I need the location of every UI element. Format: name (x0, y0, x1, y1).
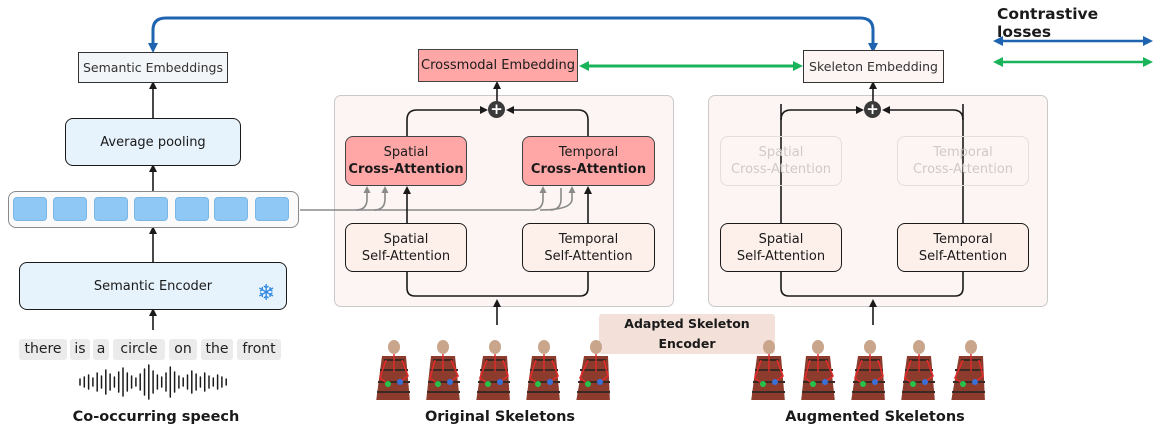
semantic-token (214, 197, 248, 221)
skeleton-figure (476, 340, 510, 400)
cross-attention-label: Cross-Attention (348, 162, 464, 177)
semantic-embeddings-box: Semantic Embeddings (78, 52, 228, 83)
cross-attention-label: Cross-Attention (530, 162, 647, 177)
semantic-encoder-label: Semantic Encoder (93, 278, 213, 294)
skeleton-figure (376, 340, 410, 400)
speech-caption: Co-occurring speech (72, 409, 240, 425)
skeleton-figure (426, 340, 460, 400)
skeleton-figure (901, 340, 935, 400)
spatial-label: Spatial (383, 145, 429, 160)
original-temporal-self-attention: Temporal Self-Attention (522, 223, 655, 272)
augmented-spatial-cross-attention: Spatial Cross-Attention (720, 136, 842, 186)
temporal-label: Temporal (558, 231, 619, 247)
speech-word: circle (113, 339, 165, 360)
adapted-skeleton-encoder-tag: Adapted Skeleton Encoder (599, 314, 775, 354)
original-spatial-self-attention: Spatial Self-Attention (345, 223, 467, 272)
augmented-temporal-cross-attention: Temporal Cross-Attention (897, 136, 1029, 186)
skeleton-figure (751, 340, 785, 400)
average-pooling-box: Average pooling (65, 118, 241, 166)
speech-word: on (169, 339, 197, 360)
self-attention-label: Self-Attention (736, 248, 826, 264)
speech-word: there (19, 339, 67, 360)
semantic-encoder-box: Semantic Encoder (19, 262, 287, 310)
spatial-label: Spatial (383, 231, 429, 247)
skeleton-figure (851, 340, 885, 400)
sum-node-augmented: + (864, 101, 881, 118)
legend-title: Contrastive losses (997, 5, 1099, 41)
semantic-token (94, 197, 128, 221)
sum-node-original: + (488, 101, 505, 118)
semantic-token (255, 197, 289, 221)
cross-attention-label: Cross-Attention (912, 162, 1014, 177)
semantic-token (53, 197, 87, 221)
augmented-skeletons-caption: Augmented Skeletons (785, 409, 965, 425)
spatial-label: Spatial (758, 231, 804, 247)
semantic-token (175, 197, 209, 221)
temporal-label: Temporal (558, 145, 619, 160)
skeleton-figure (801, 340, 835, 400)
augmented-spatial-self-attention: Spatial Self-Attention (720, 223, 842, 272)
temporal-label: Temporal (933, 145, 993, 160)
crossmodal-embedding-label: Crossmodal Embedding (421, 58, 575, 73)
skeleton-embedding-label: Skeleton Embedding (809, 59, 938, 74)
semantic-embeddings-label: Semantic Embeddings (82, 60, 223, 75)
crossmodal-embedding-box: Crossmodal Embedding (418, 49, 578, 82)
semantic-token (13, 197, 47, 221)
semantic-token (134, 197, 168, 221)
skeleton-figure (951, 340, 985, 400)
speech-word: a (93, 339, 109, 360)
original-temporal-cross-attention: Temporal Cross-Attention (522, 136, 655, 186)
skeleton-figure (526, 340, 560, 400)
cross-attention-label: Cross-Attention (730, 162, 832, 177)
spatial-label: Spatial (758, 145, 804, 160)
speech-word: the (201, 339, 233, 360)
snowflake-icon: ❄ (257, 281, 276, 306)
augmented-temporal-self-attention: Temporal Self-Attention (897, 223, 1029, 272)
self-attention-label: Self-Attention (918, 248, 1008, 264)
average-pooling-label: Average pooling (100, 134, 206, 150)
speech-word: is (70, 339, 90, 360)
blue-contrastive-arrow (148, 16, 878, 53)
original-spatial-cross-attention: Spatial Cross-Attention (345, 136, 467, 186)
speech-word: front (237, 339, 281, 360)
skeleton-figure (576, 340, 610, 400)
skeleton-embedding-box: Skeleton Embedding (803, 50, 944, 83)
original-skeletons-caption: Original Skeletons (424, 409, 576, 425)
waveform-icon (79, 364, 227, 400)
self-attention-label: Self-Attention (361, 248, 451, 264)
self-attention-label: Self-Attention (544, 248, 633, 264)
temporal-label: Temporal (933, 231, 993, 247)
semantic-token-strip (8, 191, 299, 228)
